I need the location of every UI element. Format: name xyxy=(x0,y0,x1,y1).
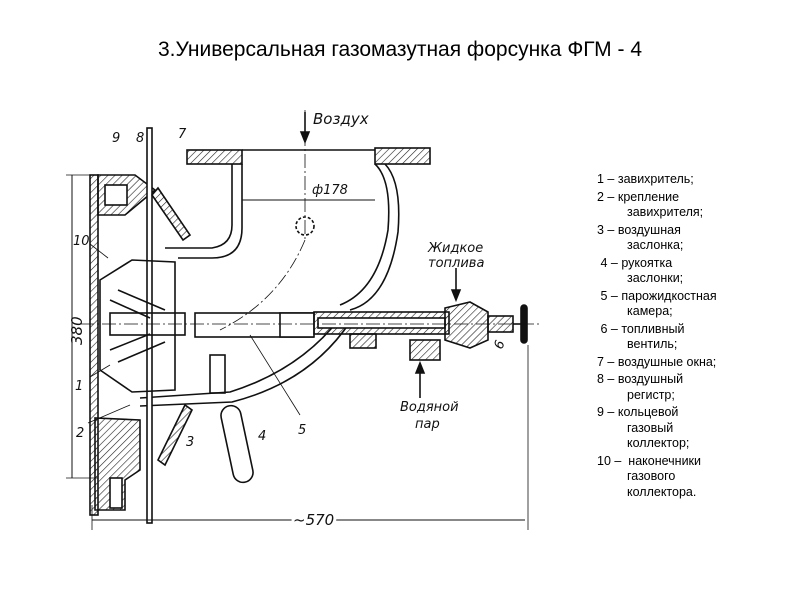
legend-number: 2 – xyxy=(597,189,615,204)
label-7: 7 xyxy=(178,127,187,142)
liquid-fuel-label-2: топлива xyxy=(428,256,484,271)
air-label: Воздух xyxy=(313,110,369,128)
legend-text: воздушная xyxy=(617,222,681,237)
label-2: 2 xyxy=(76,426,84,441)
air-damper xyxy=(156,403,194,467)
legend-number: 6 – xyxy=(597,321,618,336)
legend-text: заслонка; xyxy=(627,238,684,252)
legend-text: парожидкостная xyxy=(621,288,717,303)
legend-text: топливный xyxy=(621,321,685,336)
legend-text: камера; xyxy=(627,304,673,318)
legend-number: 7 – xyxy=(597,354,615,369)
label-4: 4 xyxy=(258,429,266,444)
label-5: 5 xyxy=(298,423,306,438)
label-1: 1 xyxy=(75,379,83,394)
liquid-fuel-label-1: Жидкое xyxy=(427,241,483,256)
legend-text: кольцевой xyxy=(617,405,679,419)
legend-text: завихритель; xyxy=(617,172,694,186)
legend-text: крепление xyxy=(617,189,680,204)
legend-text: коллектор; xyxy=(627,436,690,450)
height-dimension: 380 xyxy=(68,316,86,345)
legend-number: 10 – xyxy=(597,453,622,468)
air-register xyxy=(146,127,153,524)
air-housing-wall xyxy=(165,164,243,259)
legend-text: воздушный xyxy=(617,372,684,386)
label-3: 3 xyxy=(186,435,194,450)
legend-item: 1 – завихритель; xyxy=(597,172,797,188)
legend-text: рукоятка xyxy=(621,255,673,270)
legend-text: регистр; xyxy=(627,387,675,402)
legend-number: 8 – xyxy=(597,372,615,386)
label-9: 9 xyxy=(112,131,120,146)
damper-handle xyxy=(220,404,254,484)
legend-text: заслонки; xyxy=(627,271,684,285)
legend-text: коллектора. xyxy=(627,484,697,499)
length-dimension: ~570 xyxy=(293,511,334,529)
label-6: 6 xyxy=(492,338,509,351)
legend-text: вентиль; xyxy=(627,337,678,351)
steam-label-1: Водяной xyxy=(400,400,459,415)
legend-text: завихрителя; xyxy=(627,205,704,219)
swirler xyxy=(99,259,176,393)
air-inlet-flange-left xyxy=(186,149,243,165)
air-inlet-flange-right xyxy=(374,147,431,165)
gas-pipe-lower xyxy=(94,417,141,511)
steam-label-2: пар xyxy=(415,417,440,432)
legend-item: 7 – воздушные окна; xyxy=(597,355,797,371)
slide-title: 3.Универсальная газомазутная форсунка ФГ… xyxy=(157,38,643,61)
legend-text: газовый xyxy=(627,420,674,435)
legend-number: 9 – xyxy=(597,405,615,419)
diameter-label: ф178 xyxy=(312,183,348,198)
legend-number: 4 – xyxy=(597,255,618,270)
label-8: 8 xyxy=(136,131,144,146)
air-housing-elbow xyxy=(339,163,400,311)
fuel-valve-body xyxy=(444,301,489,349)
air-windows xyxy=(150,186,192,242)
legend-text: воздушные окна; xyxy=(617,354,717,369)
legend-number: 3 – xyxy=(597,222,615,237)
legend-text: наконечники xyxy=(624,453,702,468)
label-10: 10 xyxy=(73,234,90,249)
legend-text: газового xyxy=(627,469,676,483)
legend-number: 1 – xyxy=(597,172,615,186)
steam-connection xyxy=(409,339,441,361)
legend-number: 5 – xyxy=(597,288,618,303)
